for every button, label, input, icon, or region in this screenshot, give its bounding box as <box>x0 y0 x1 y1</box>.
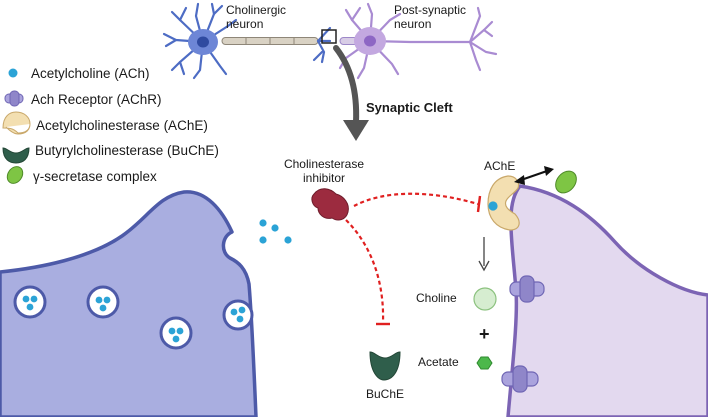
acetylcholine-released <box>259 219 292 244</box>
ache-label: AChE <box>484 159 515 173</box>
inhibition-line-buche <box>345 219 385 323</box>
cholinergic-neuron-icon <box>162 2 332 80</box>
ache-bound-acetylcholine <box>488 201 498 211</box>
legend-label-acetylcholine: Acetylcholine (ACh) <box>31 66 150 81</box>
synaptic-vesicle <box>13 285 47 319</box>
legend-item-gamma-secretase: γ-secretase complex <box>6 166 157 184</box>
buche-enzyme <box>369 351 401 381</box>
choline-molecule <box>473 287 497 311</box>
cholinergic-neuron-label-1: Cholinergic <box>226 3 286 17</box>
post-synaptic-neuron-icon <box>338 2 498 80</box>
inhibitor-label-2: inhibitor <box>303 171 345 185</box>
ach-receptor-icon <box>4 90 24 107</box>
synapse-zoom-box <box>321 29 337 44</box>
synaptic-vesicle <box>159 316 193 350</box>
ache-gamma-interaction-arrow <box>514 166 554 185</box>
post-synaptic-neuron-label-2: neuron <box>394 17 431 31</box>
zoom-arrow <box>333 45 360 125</box>
inhibition-line-ache <box>353 192 479 207</box>
legend-label-buche: Butyrylcholinesterase (BuChE) <box>35 143 219 158</box>
legend-item-ach-receptor: Ach Receptor (AChR) <box>4 90 162 107</box>
choline-label: Choline <box>416 291 457 305</box>
acetate-molecule <box>476 356 493 370</box>
synaptic-vesicle-fusing <box>222 299 254 331</box>
legend-item-acetylcholine: Acetylcholine (ACh) <box>8 66 150 81</box>
post-synaptic-neuron-label-1: Post-synaptic <box>394 3 466 17</box>
gamma-secretase-icon <box>6 166 24 184</box>
inhibitor-label-1: Cholinesterase <box>284 157 364 171</box>
zoom-arrow-head <box>343 120 369 141</box>
gamma-secretase-complex <box>555 170 577 194</box>
butyrylcholinesterase-icon <box>2 147 30 164</box>
legend-item-buche: Butyrylcholinesterase (BuChE) <box>2 143 219 164</box>
legend-label-ach-receptor: Ach Receptor (AChR) <box>31 92 162 107</box>
legend-label-ache: Acetylcholinesterase (AChE) <box>36 118 208 133</box>
inhibition-bar-ache <box>476 195 482 213</box>
plus-sign: + <box>479 324 490 344</box>
ache-enzyme <box>487 175 520 231</box>
acetate-label: Acetate <box>418 355 459 369</box>
cholinergic-neuron-label-2: neuron <box>226 17 263 31</box>
cholinesterase-inhibitor-molecule <box>311 188 349 221</box>
acetylcholine-dot-icon <box>8 68 18 78</box>
acetylcholinesterase-icon <box>2 111 31 135</box>
synaptic-vesicle <box>86 285 120 319</box>
legend-item-ache: Acetylcholinesterase (AChE) <box>2 111 208 135</box>
buche-label: BuChE <box>366 387 404 401</box>
legend-label-gamma-secretase: γ-secretase complex <box>33 169 157 184</box>
legend: Acetylcholine (ACh) Ach Receptor (AChR) … <box>2 66 219 184</box>
ach-receptor <box>501 365 539 393</box>
ach-receptor <box>509 275 545 303</box>
synaptic-cleft-label: Synaptic Cleft <box>366 100 453 115</box>
